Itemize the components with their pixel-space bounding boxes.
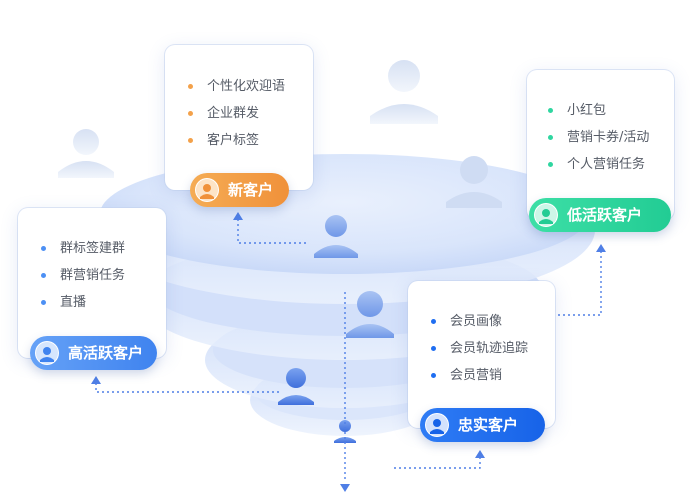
card-loyal: 会员画像 会员轨迹追踪 会员营销 <box>408 281 555 428</box>
person-icon <box>314 215 358 258</box>
list-item: 直播 <box>40 289 125 316</box>
ghost-person-icon <box>58 129 114 178</box>
high-active-list: 群标签建群 群营销任务 直播 <box>40 235 125 316</box>
badge-label: 新客户 <box>228 181 274 199</box>
badge-high-active: 高活跃客户 <box>30 336 157 370</box>
ghost-person-icon <box>446 156 502 208</box>
badge-new-customer: 新客户 <box>190 173 289 207</box>
list-item: 个人营销任务 <box>547 151 649 178</box>
new-customer-list: 个性化欢迎语 企业群发 客户标签 <box>187 73 285 154</box>
badge-label: 低活跃客户 <box>567 206 643 224</box>
list-item: 群营销任务 <box>40 262 125 289</box>
user-avatar-icon <box>425 413 449 437</box>
ghost-person-icon <box>370 60 438 124</box>
list-item: 个性化欢迎语 <box>187 73 285 100</box>
badge-loyal: 忠实客户 <box>420 408 545 442</box>
list-item: 企业群发 <box>187 100 285 127</box>
person-icon <box>278 368 314 405</box>
user-avatar-icon <box>534 203 558 227</box>
person-icon <box>334 420 356 443</box>
card-low-active: 小红包 营销卡券/活动 个人营销任务 <box>527 70 674 220</box>
list-item: 群标签建群 <box>40 235 125 262</box>
list-item: 会员画像 <box>430 308 528 335</box>
low-active-list: 小红包 营销卡券/活动 个人营销任务 <box>547 97 649 178</box>
card-new-customer: 个性化欢迎语 企业群发 客户标签 <box>165 45 313 190</box>
arrow-head-icon <box>91 212 606 492</box>
list-item: 营销卡券/活动 <box>547 124 649 151</box>
badge-low-active: 低活跃客户 <box>529 198 671 232</box>
loyal-list: 会员画像 会员轨迹追踪 会员营销 <box>430 308 528 389</box>
list-item: 客户标签 <box>187 127 285 154</box>
user-avatar-icon <box>35 341 59 365</box>
list-item: 小红包 <box>547 97 649 124</box>
card-high-active: 群标签建群 群营销任务 直播 <box>18 208 166 358</box>
badge-label: 高活跃客户 <box>68 344 144 362</box>
user-avatar-icon <box>195 178 219 202</box>
badge-label: 忠实客户 <box>458 416 519 434</box>
person-icon <box>346 291 394 338</box>
list-item: 会员营销 <box>430 362 528 389</box>
list-item: 会员轨迹追踪 <box>430 335 528 362</box>
